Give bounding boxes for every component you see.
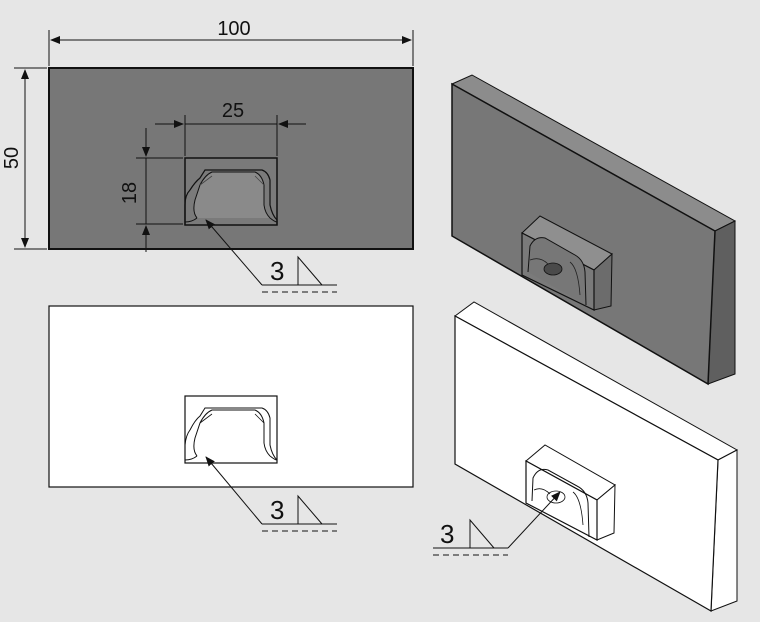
- isometric-view-line: [454, 301, 739, 613]
- dimension-height-label: 50: [1, 147, 23, 169]
- dimension-width-label: 100: [217, 18, 250, 40]
- dimension-slot-width-label: 25: [222, 100, 244, 122]
- weld-size-label: 3: [440, 519, 454, 549]
- front-bracket: [184, 157, 278, 226]
- iso-bracket-shaded: [521, 215, 613, 311]
- front-view-line: [48, 305, 414, 488]
- front-view-shaded: [48, 67, 414, 250]
- dimension-slot-height-label: 18: [119, 182, 141, 204]
- weld-symbol-isometric: 3: [433, 491, 561, 556]
- front-bracket-outline: [184, 395, 278, 464]
- isometric-view-shaded: [450, 74, 737, 386]
- weld-size-label: 3: [270, 495, 284, 525]
- dimension-width: 100: [48, 18, 414, 66]
- weld-symbol-front-line: 3: [205, 456, 337, 532]
- iso-bracket-line: [525, 444, 616, 541]
- weld-size-label: 3: [270, 256, 284, 286]
- dimension-slot-width: 25: [155, 100, 306, 156]
- weld-symbol-front: 3: [205, 219, 337, 293]
- dimension-height: 50: [1, 67, 47, 250]
- dimension-slot-height: 18: [119, 128, 183, 252]
